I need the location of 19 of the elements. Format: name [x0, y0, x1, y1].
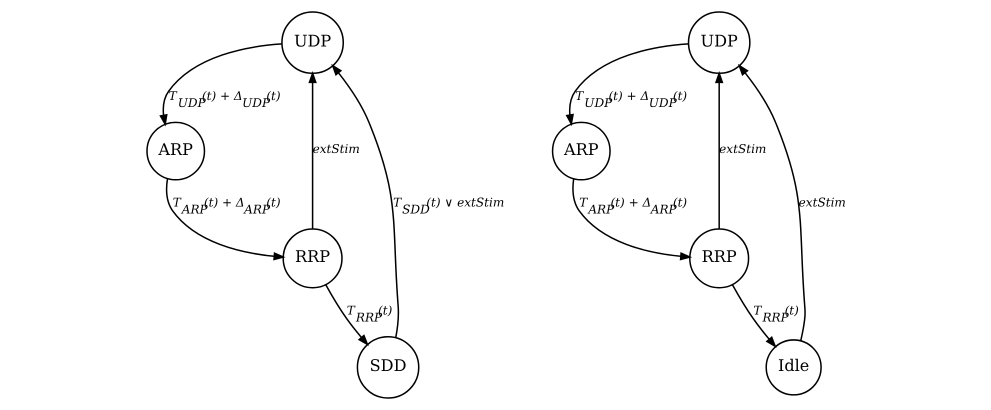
arrow [324, 284, 368, 346]
node-circle: UDP [280, 11, 344, 74]
node-circle: ARP [551, 122, 610, 181]
arrow [731, 284, 776, 348]
arrow [572, 178, 692, 260]
arrow [714, 71, 723, 229]
node-circle: Idle [764, 339, 822, 396]
arrow [737, 64, 806, 341]
arrow [330, 64, 399, 338]
node-circle: SDD [356, 336, 419, 399]
arrow [165, 178, 286, 260]
node-circle: RRP [282, 228, 342, 288]
arrow [308, 71, 316, 229]
node-circle: RRP [688, 228, 749, 288]
node-circle: ARP [146, 122, 205, 181]
arrow [565, 43, 688, 126]
node-circle: UDP [687, 11, 750, 74]
edge-label: extStim [798, 196, 846, 210]
arrow [158, 43, 282, 127]
